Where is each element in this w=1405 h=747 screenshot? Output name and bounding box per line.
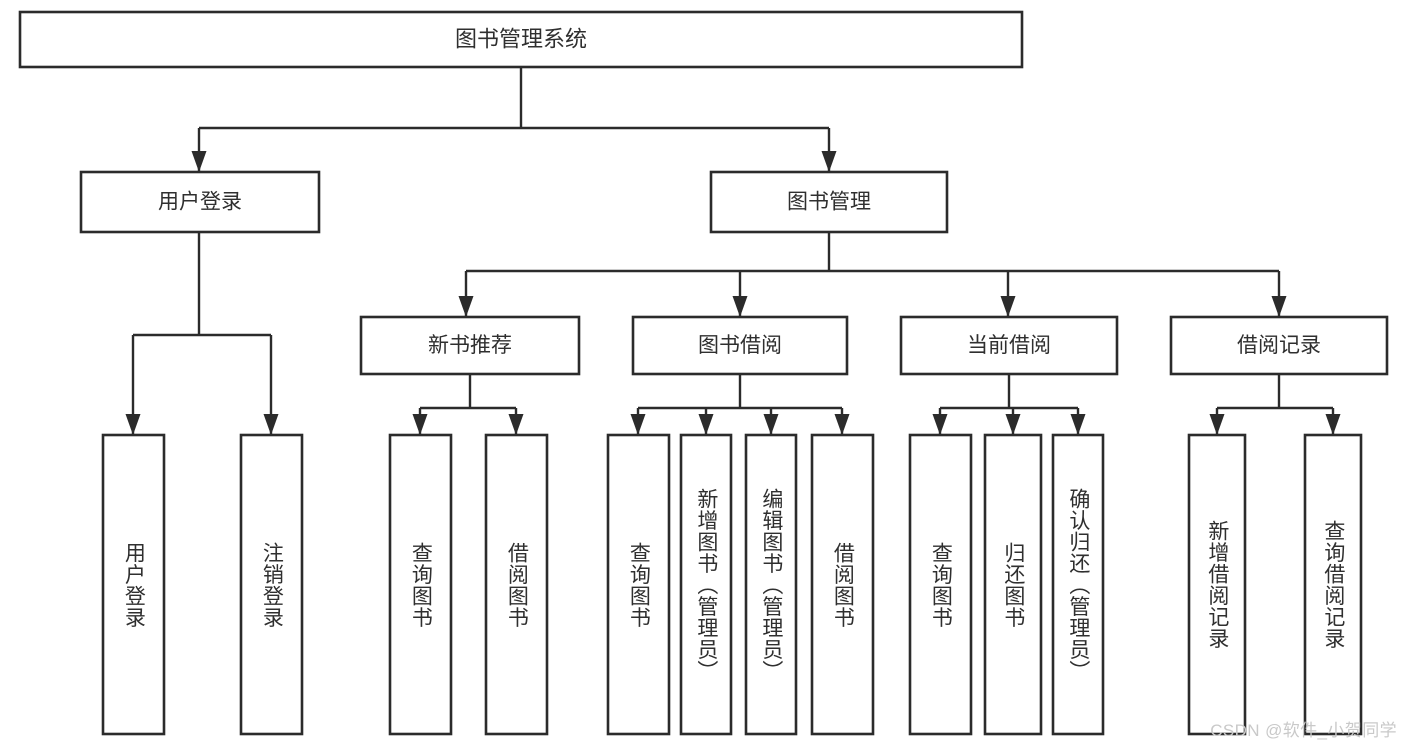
node-leaf-confirm-return[interactable] — [1051, 433, 1105, 736]
node-leaf-query-book-3[interactable] — [908, 433, 973, 736]
arrow-leaf-0 — [412, 414, 428, 435]
arrow-user-login-0 — [125, 414, 141, 435]
node-leaf-return-book[interactable] — [983, 433, 1043, 736]
node-new-book-rec-box[interactable] — [359, 315, 581, 376]
node-user-login-label: 用户登录 — [158, 191, 242, 214]
node-leaf-add-book[interactable] — [679, 433, 733, 736]
node-leaf-query-record[interactable] — [1303, 433, 1363, 736]
arrow-user-login-1 — [263, 414, 279, 435]
node-leaf-confirm-return-box[interactable] — [1051, 433, 1105, 736]
arrow-leaf-9 — [1209, 414, 1225, 435]
node-leaf-query-record-box[interactable] — [1303, 433, 1363, 736]
node-leaf-add-record[interactable] — [1187, 433, 1247, 736]
node-book-manage-box[interactable] — [709, 170, 949, 234]
arrow-leaf-4 — [763, 414, 779, 435]
node-borrow-record-label: 借阅记录 — [1237, 334, 1321, 357]
node-leaf-user-logout-box[interactable] — [239, 433, 304, 736]
node-leaf-query-book-1-box[interactable] — [388, 433, 453, 736]
node-leaf-query-book-1[interactable] — [388, 433, 453, 736]
node-root-box[interactable] — [18, 10, 1024, 69]
node-book-borrow[interactable]: 图书借阅 — [631, 315, 849, 376]
node-root-label: 图书管理系统 — [455, 26, 587, 51]
node-leaf-borrow-book-1[interactable] — [484, 433, 549, 736]
node-leaf-return-book-box[interactable] — [983, 433, 1043, 736]
node-book-borrow-label: 图书借阅 — [698, 334, 782, 357]
node-leaf-user-logout[interactable] — [239, 433, 304, 736]
node-new-book-rec-label: 新书推荐 — [428, 334, 512, 357]
node-leaf-edit-book-box[interactable] — [744, 433, 798, 736]
arrow-level2-0 — [191, 151, 207, 172]
node-root[interactable]: 图书管理系统 — [18, 10, 1024, 69]
arrow-level3-1 — [732, 296, 748, 317]
arrow-leaf-5 — [834, 414, 850, 435]
node-user-login-box[interactable] — [79, 170, 321, 234]
node-borrow-record[interactable]: 借阅记录 — [1169, 315, 1389, 376]
arrow-leaf-1 — [508, 414, 524, 435]
node-leaf-query-book-3-box[interactable] — [908, 433, 973, 736]
watermark-text: CSDN @软件_小贺同学 — [1210, 721, 1397, 740]
node-leaf-user-login-box[interactable] — [101, 433, 166, 736]
node-leaf-user-login[interactable] — [101, 433, 166, 736]
connector-layer — [125, 67, 1341, 435]
node-leaf-edit-book[interactable] — [744, 433, 798, 736]
node-book-manage-label: 图书管理 — [787, 191, 871, 214]
node-leaf-borrow-book-2[interactable] — [810, 433, 875, 736]
node-borrow-record-box[interactable] — [1169, 315, 1389, 376]
node-book-borrow-box[interactable] — [631, 315, 849, 376]
node-current-borrow-box[interactable] — [899, 315, 1119, 376]
node-leaf-borrow-book-2-box[interactable] — [810, 433, 875, 736]
node-leaf-borrow-book-1-box[interactable] — [484, 433, 549, 736]
node-user-login[interactable]: 用户登录 — [79, 170, 321, 234]
node-current-borrow-label: 当前借阅 — [967, 334, 1051, 357]
node-leaf-add-record-box[interactable] — [1187, 433, 1247, 736]
node-book-manage[interactable]: 图书管理 — [709, 170, 949, 234]
node-leaf-query-book-2[interactable] — [606, 433, 671, 736]
node-leaf-query-book-2-box[interactable] — [606, 433, 671, 736]
arrow-level3-3 — [1271, 296, 1287, 317]
arrow-level3-2 — [1000, 296, 1016, 317]
node-leaf-add-book-box[interactable] — [679, 433, 733, 736]
arrow-leaf-3 — [698, 414, 714, 435]
arrow-leaf-10 — [1325, 414, 1341, 435]
node-new-book-rec[interactable]: 新书推荐 — [359, 315, 581, 376]
node-current-borrow[interactable]: 当前借阅 — [899, 315, 1119, 376]
arrow-leaf-6 — [932, 414, 948, 435]
arrow-level2-1 — [821, 151, 837, 172]
arrow-leaf-2 — [630, 414, 646, 435]
arrow-leaf-8 — [1070, 414, 1086, 435]
arrow-leaf-7 — [1005, 414, 1021, 435]
arrow-level3-0 — [458, 296, 474, 317]
